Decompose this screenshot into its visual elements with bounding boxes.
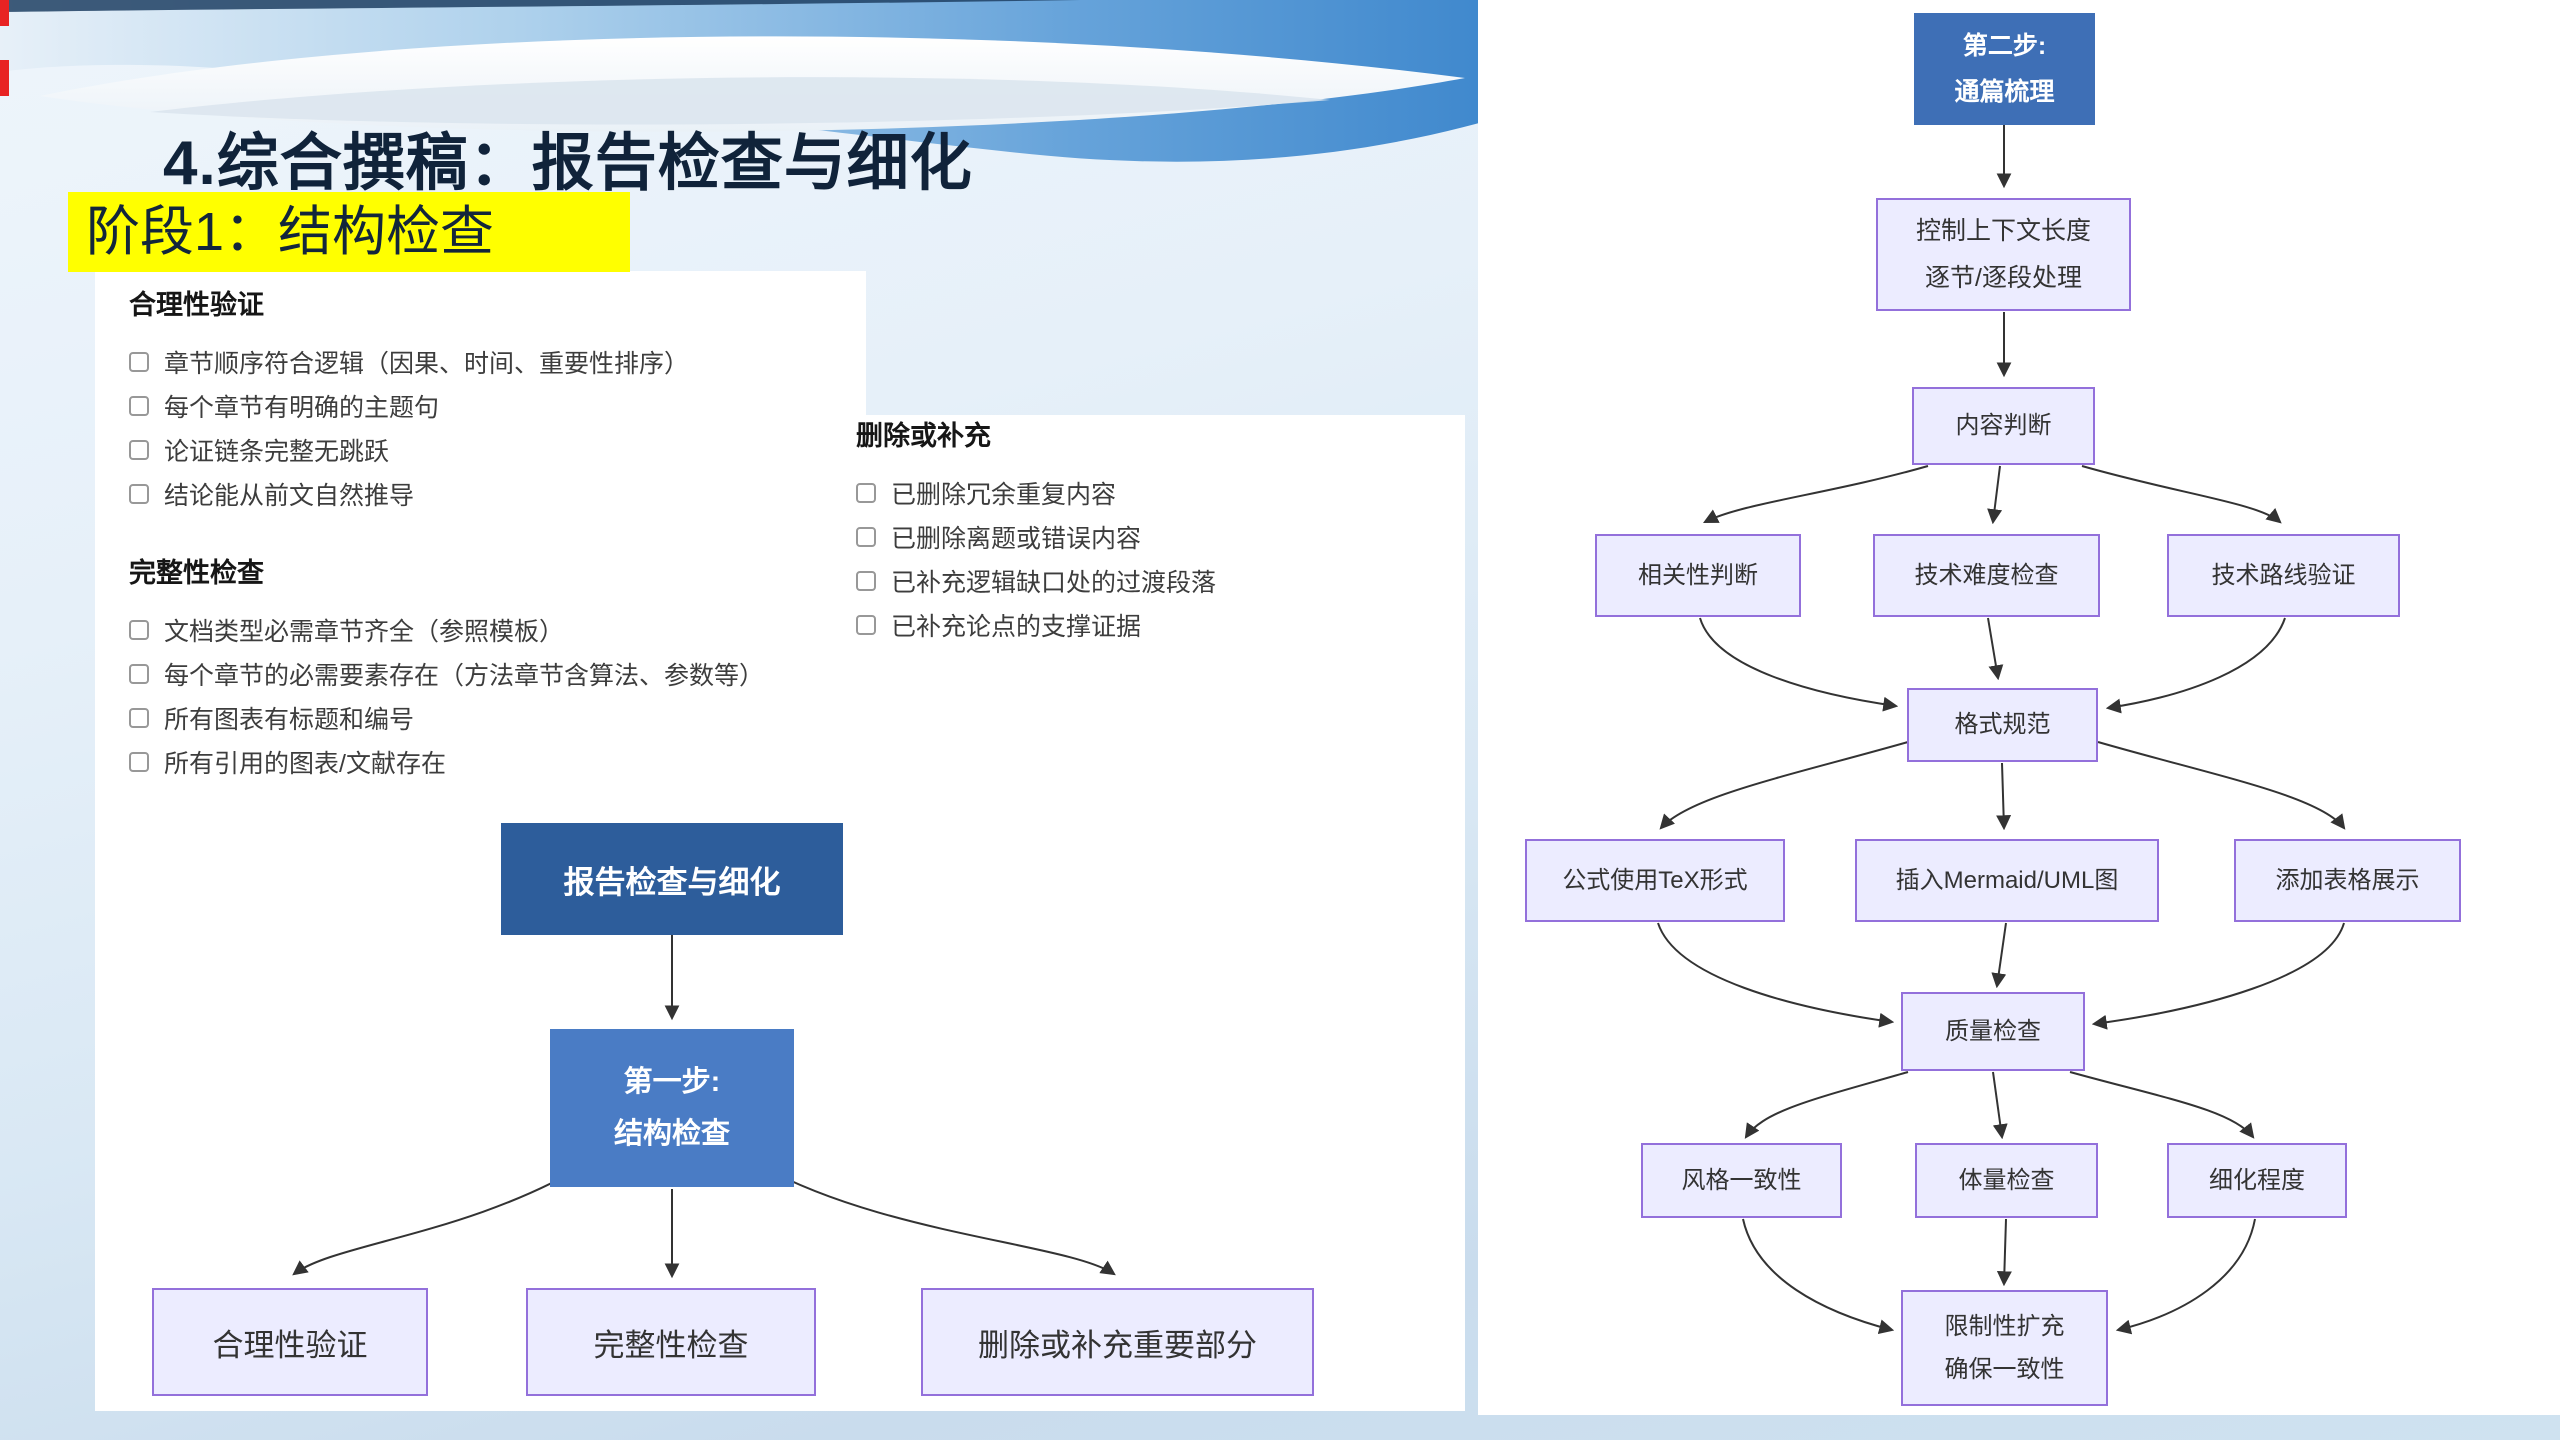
checkbox-icon[interactable]: [129, 440, 149, 460]
checklist-item: 所有图表有标题和编号: [129, 696, 764, 740]
checklist-item: 论证链条完整无跳跃: [129, 428, 689, 472]
flow-node-context-control: 控制上下文长度 逐节/逐段处理: [1876, 198, 2131, 311]
checkbox-icon[interactable]: [129, 484, 149, 504]
checkbox-icon[interactable]: [129, 352, 149, 372]
flow-node-quality-check: 质量检查: [1901, 992, 2085, 1071]
checkbox-icon[interactable]: [129, 620, 149, 640]
checkbox-icon[interactable]: [856, 483, 876, 503]
checklist-rationality: 合理性验证 章节顺序符合逻辑（因果、时间、重要性排序） 每个章节有明确的主题句 …: [129, 283, 689, 516]
checklist-item: 文档类型必需章节齐全（参照模板）: [129, 608, 764, 652]
edge-red-mark-top: [0, 0, 9, 26]
flow-node-volume-check: 体量检查: [1915, 1143, 2098, 1218]
node-label: 风格一致性: [1681, 1166, 1802, 1194]
flow-node-step2: 第二步: 通篇梳理: [1914, 13, 2095, 125]
flow-node-style-consistency: 风格一致性: [1641, 1143, 1842, 1218]
checklist-item-label: 已补充论点的支撑证据: [891, 613, 1142, 641]
node-label: 体量检查: [1958, 1166, 2055, 1194]
checklist-item-label: 结论能从前文自然推导: [164, 482, 415, 510]
flow-node-step1: 第一步: 结构检查: [550, 1029, 794, 1187]
node-label-line2: 结构检查: [613, 1118, 730, 1150]
flow-node-format-spec: 格式规范: [1907, 688, 2098, 762]
flow-node-content-judgement: 内容判断: [1912, 387, 2095, 465]
node-label-line2: 通篇梳理: [1954, 78, 2055, 106]
checklist-item-label: 已删除离题或错误内容: [891, 525, 1142, 553]
checklist-item-label: 每个章节的必需要素存在（方法章节含算法、参数等）: [164, 662, 765, 690]
node-label: 公式使用TeX形式: [1562, 866, 1748, 894]
checklist-item-label: 每个章节有明确的主题句: [164, 394, 440, 422]
checklist-item-label: 论证链条完整无跳跃: [164, 438, 390, 466]
header-dark-top-line: [0, 0, 1080, 12]
checklist-item-label: 文档类型必需章节齐全（参照模板）: [164, 618, 565, 646]
flow-node-relevance: 相关性判断: [1595, 534, 1801, 617]
node-label: 插入Mermaid/UML图: [1895, 866, 2119, 894]
checkbox-icon[interactable]: [856, 571, 876, 591]
node-label: 完整性检查: [593, 1327, 749, 1363]
checklist-item-label: 所有图表有标题和编号: [164, 706, 415, 734]
phase-highlight-label: 阶段1：结构检查: [68, 192, 630, 272]
checklist-completeness: 完整性检查 文档类型必需章节齐全（参照模板） 每个章节的必需要素存在（方法章节含…: [129, 551, 764, 784]
node-label-line1: 第一步:: [623, 1065, 721, 1098]
flow-node-rationality: 合理性验证: [152, 1288, 428, 1396]
node-label: 内容判断: [1955, 412, 2052, 440]
checklist-item-label: 已补充逻辑缺口处的过渡段落: [891, 569, 1217, 597]
checklist-item: 已补充论点的支撑证据: [856, 603, 1216, 647]
checklist-item: 已补充逻辑缺口处的过渡段落: [856, 559, 1216, 603]
checklist-item-label: 已删除冗余重复内容: [891, 481, 1117, 509]
edge-red-mark-bottom: [0, 60, 9, 96]
checkbox-icon[interactable]: [856, 615, 876, 635]
node-label: 删除或补充重要部分: [978, 1327, 1257, 1363]
checklist-heading: 完整性检查: [129, 558, 264, 588]
flow-node-mermaid-uml: 插入Mermaid/UML图: [1855, 839, 2159, 922]
flow-node-report-check-refine: 报告检查与细化: [501, 823, 843, 935]
page-title: 4.综合撰稿：报告检查与细化: [163, 129, 973, 198]
checklist-item: 结论能从前文自然推导: [129, 472, 689, 516]
flow-node-restricted-expansion: 限制性扩充 确保一致性: [1901, 1290, 2108, 1406]
checklist-item-label: 所有引用的图表/文献存在: [164, 750, 446, 778]
flow-node-tex-formula: 公式使用TeX形式: [1525, 839, 1785, 922]
node-label: 相关性判断: [1638, 561, 1758, 589]
node-label: 技术难度检查: [1914, 561, 2059, 589]
header-gray-underline: [150, 77, 1330, 125]
flow-node-delete-supplement: 删除或补充重要部分: [921, 1288, 1314, 1396]
checkbox-icon[interactable]: [129, 752, 149, 772]
node-label: 合理性验证: [212, 1327, 368, 1363]
flow-node-table-display: 添加表格展示: [2234, 839, 2461, 922]
checklist-heading: 删除或补充: [856, 421, 991, 451]
checklist-item: 每个章节的必需要素存在（方法章节含算法、参数等）: [129, 652, 764, 696]
node-label: 添加表格展示: [2275, 866, 2420, 894]
checklist-item: 已删除冗余重复内容: [856, 471, 1216, 515]
node-label: 细化程度: [2209, 1166, 2305, 1194]
node-label-line1: 控制上下文长度: [1915, 217, 2091, 246]
node-label: 格式规范: [1954, 711, 2051, 739]
checklist-item-label: 章节顺序符合逻辑（因果、时间、重要性排序）: [164, 350, 690, 378]
flow-node-tech-difficulty: 技术难度检查: [1873, 534, 2100, 617]
checklist-item: 章节顺序符合逻辑（因果、时间、重要性排序）: [129, 340, 689, 384]
checklist-item: 已删除离题或错误内容: [856, 515, 1216, 559]
node-label-line1: 限制性扩充: [1944, 1312, 2065, 1340]
checklist-item: 所有引用的图表/文献存在: [129, 740, 764, 784]
checkbox-icon[interactable]: [129, 396, 149, 416]
checklist-delete-supplement: 删除或补充 已删除冗余重复内容 已删除离题或错误内容 已补充逻辑缺口处的过渡段落…: [856, 414, 1216, 647]
header-swoosh-art: [0, 0, 1490, 162]
node-label-line1: 第二步:: [1962, 31, 2047, 60]
node-label: 质量检查: [1945, 1017, 2041, 1045]
flow-node-tech-route: 技术路线验证: [2167, 534, 2400, 617]
node-label: 报告检查与细化: [563, 864, 781, 900]
node-label-line2: 逐节/逐段处理: [1925, 263, 2082, 292]
flow-node-refinement-level: 细化程度: [2167, 1143, 2347, 1218]
node-label-line2: 确保一致性: [1944, 1356, 2065, 1383]
checkbox-icon[interactable]: [129, 664, 149, 684]
node-label: 技术路线验证: [2211, 561, 2356, 589]
flow-node-completeness: 完整性检查: [526, 1288, 816, 1396]
checkbox-icon[interactable]: [129, 708, 149, 728]
checkbox-icon[interactable]: [856, 527, 876, 547]
checklist-item: 每个章节有明确的主题句: [129, 384, 689, 428]
checklist-heading: 合理性验证: [129, 290, 264, 320]
